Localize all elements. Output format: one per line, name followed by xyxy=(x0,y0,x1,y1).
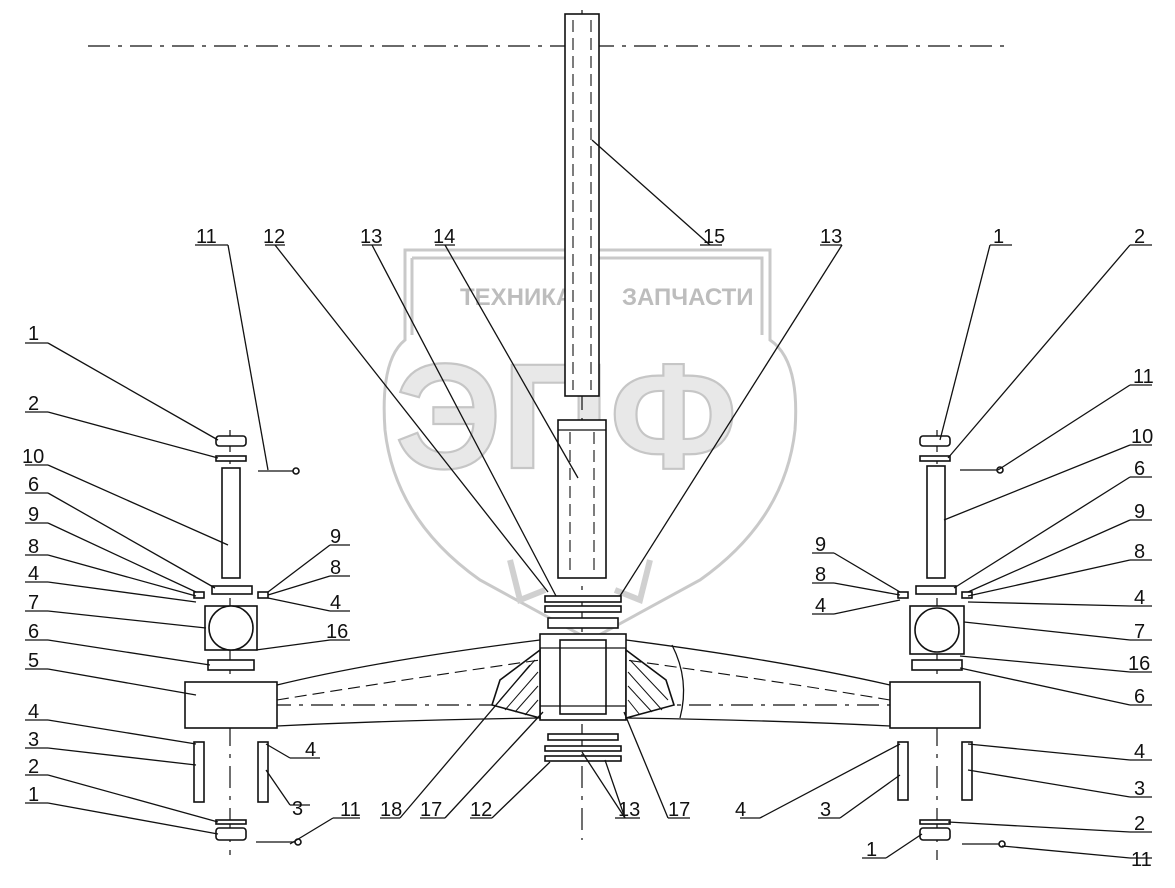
callout-label: 17 xyxy=(668,799,690,821)
callout-label: 1 xyxy=(993,226,1004,248)
right-assembly xyxy=(897,435,1006,848)
callout-label: 1 xyxy=(866,839,877,861)
callout-label: 4 xyxy=(1134,587,1145,609)
callout-label: 13 xyxy=(618,799,640,821)
shaft-14 xyxy=(557,419,607,579)
boss-right-section xyxy=(625,648,676,720)
callout-label: 1 xyxy=(28,323,39,345)
beam-5 xyxy=(184,639,981,729)
callout-label: 8 xyxy=(815,564,826,586)
pin-10-left xyxy=(221,467,241,579)
boss-left-section xyxy=(490,648,541,720)
callout-label: 4 xyxy=(735,799,746,821)
callout-label: 4 xyxy=(28,701,39,723)
callout-label: 6 xyxy=(28,621,39,643)
callout-label: 9 xyxy=(815,534,826,556)
callout-label: 9 xyxy=(1134,501,1145,523)
callout-label: 9 xyxy=(28,504,39,526)
washer-13-bottom xyxy=(547,733,619,741)
callout-label: 6 xyxy=(28,474,39,496)
callout-label: 16 xyxy=(1128,653,1150,675)
left-assembly xyxy=(193,435,302,846)
leader-lines xyxy=(25,139,1152,859)
callout-label: 2 xyxy=(28,756,39,778)
callout-label: 3 xyxy=(292,798,303,820)
callout-label: 10 xyxy=(1131,426,1153,448)
bolt-3-left-a xyxy=(193,741,205,803)
callout-label: 4 xyxy=(305,739,316,761)
nut-1-top-left xyxy=(215,435,247,447)
watermark: ТЕХНИКА ЗАПЧАСТИ ЭПФ xyxy=(382,248,798,642)
washer-13-top xyxy=(544,595,622,603)
callout-label: 2 xyxy=(28,393,39,415)
callout-label: 2 xyxy=(1134,226,1145,248)
callout-label: 7 xyxy=(28,592,39,614)
callout-label: 3 xyxy=(1134,778,1145,800)
nut-1-top-right xyxy=(919,435,951,447)
callout-label: 4 xyxy=(28,563,39,585)
callout-label: 10 xyxy=(22,446,44,468)
callout-label: 8 xyxy=(330,557,341,579)
callout-label: 3 xyxy=(28,729,39,751)
callout-label: 11 xyxy=(196,226,217,248)
bolt-3-right-a xyxy=(897,741,909,801)
callout-label: 18 xyxy=(380,799,402,821)
callout-label: 7 xyxy=(1134,621,1145,643)
callout-label: 9 xyxy=(330,526,341,548)
watermark-text-right: ЗАПЧАСТИ xyxy=(622,284,754,311)
callout-label: 5 xyxy=(28,650,39,672)
callout-label: 11 xyxy=(1133,366,1154,388)
callout-label: 16 xyxy=(326,621,348,643)
callout-label: 8 xyxy=(28,536,39,558)
callout-label: 13 xyxy=(820,226,842,248)
callout-label: 4 xyxy=(1134,741,1145,763)
callout-label: 14 xyxy=(433,226,455,248)
callout-label: 6 xyxy=(1134,686,1145,708)
tube-15 xyxy=(564,13,600,397)
callout-label: 3 xyxy=(820,799,831,821)
callout-label: 4 xyxy=(330,592,341,614)
callout-label: 6 xyxy=(1134,458,1145,480)
callout-label: 15 xyxy=(703,226,725,248)
callout-label: 4 xyxy=(815,595,826,617)
callout-label: 11 xyxy=(1131,849,1152,871)
watermark-text-left: ТЕХНИКА xyxy=(460,284,573,311)
callout-label: 2 xyxy=(1134,813,1145,835)
callout-label: 13 xyxy=(360,226,382,248)
callout-label: 8 xyxy=(1134,541,1145,563)
pin-10-right xyxy=(926,465,946,579)
callout-label: 17 xyxy=(420,799,442,821)
bolt-3-left-b xyxy=(257,741,269,803)
callout-label: 11 xyxy=(340,799,361,821)
callout-labels: 11 12 13 14 15 13 1 2 1 2 10 6 9 8 4 9 8… xyxy=(22,226,1154,871)
watermark-logo-text: ЭПФ xyxy=(395,332,738,500)
callout-label: 12 xyxy=(263,226,285,248)
callout-label: 12 xyxy=(470,799,492,821)
callout-label: 1 xyxy=(28,784,39,806)
